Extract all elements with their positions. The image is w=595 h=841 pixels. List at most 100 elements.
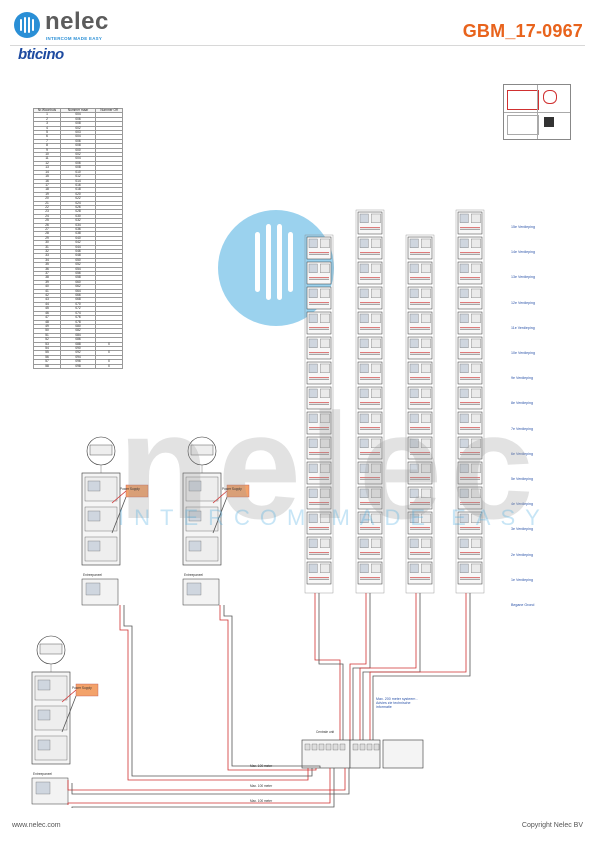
monitor-screen (409, 563, 419, 573)
table-cell: 58 (33, 363, 61, 370)
monitor-keypad (471, 238, 481, 248)
entrance-panel-label-2: Entreepaneel (184, 573, 203, 577)
panel-display (37, 739, 51, 751)
power-supply-label-3: Power Supply (72, 686, 92, 690)
terminal-block (39, 643, 63, 655)
controller-display (35, 781, 51, 795)
monitor-keypad (371, 288, 381, 298)
monitor-keypad (471, 213, 481, 223)
floor-label: 3e Verdieping (511, 527, 533, 532)
monitor-keypad (371, 388, 381, 398)
monitor-keypad (421, 413, 431, 423)
riser-note: Max. 200 meter systeem - Advies zie tech… (376, 697, 418, 709)
panel-display (87, 540, 101, 552)
monitor-keypad (320, 538, 330, 548)
floor-label: 12e Verdieping (511, 300, 535, 305)
monitor-keypad (371, 413, 381, 423)
terminal-block (190, 444, 214, 456)
monitor-keypad (320, 488, 330, 498)
header-divider (10, 45, 585, 46)
floor-label: 2e Verdieping (511, 552, 533, 557)
feeder-wire-dark (71, 768, 335, 808)
monitor-screen (459, 288, 469, 298)
monitor-keypad (320, 288, 330, 298)
monitor-keypad (371, 238, 381, 248)
psu-wire (212, 490, 228, 504)
monitor-screen (459, 413, 469, 423)
din-module (304, 743, 311, 751)
warning-card (503, 84, 571, 140)
monitor-keypad (421, 238, 431, 248)
monitor-keypad (471, 413, 481, 423)
monitor-keypad (421, 338, 431, 348)
brand-tagline: INTERCOM MADE EASY (46, 36, 103, 41)
monitor-screen (359, 513, 369, 523)
din-module (373, 743, 380, 751)
monitor-keypad (320, 338, 330, 348)
riser-wire-dark (372, 593, 471, 742)
controller-display (186, 582, 202, 596)
monitor-screen (459, 338, 469, 348)
document-id: GBM_17-0967 (462, 21, 583, 41)
monitor-screen (409, 488, 419, 498)
monitor-screen (308, 463, 318, 473)
floor-label: 11e Verdieping (511, 325, 535, 330)
power-supply-label-2: Power Supply (222, 487, 242, 491)
monitor-screen (308, 438, 318, 448)
monitor-keypad (371, 213, 381, 223)
monitor-screen (409, 388, 419, 398)
din-module (311, 743, 318, 751)
table-cell: X (95, 363, 123, 370)
monitor-screen (359, 363, 369, 373)
monitor-screen (308, 263, 318, 273)
psu-wire (61, 695, 77, 733)
central-unit-label: Centrale unit (316, 730, 335, 734)
floor-label: 4e Verdieping (511, 502, 533, 507)
monitor-keypad (421, 538, 431, 548)
riser-wire-dark (318, 593, 344, 742)
monitor-screen (409, 438, 419, 448)
table-cell: X (95, 350, 123, 356)
footer-copyright: Copyright Nelec BV (521, 822, 583, 829)
feeder-wire-red (119, 605, 309, 781)
monitor-keypad (421, 463, 431, 473)
monitor-screen (459, 263, 469, 273)
monitor-screen (359, 438, 369, 448)
monitor-keypad (371, 263, 381, 273)
panel-display (37, 679, 51, 691)
monitor-keypad (421, 513, 431, 523)
monitor-keypad (421, 438, 431, 448)
panel-display (87, 480, 101, 492)
entrance-panel-label-3: Entreepaneel (33, 772, 52, 776)
panel-display (37, 709, 51, 721)
psu-wire (111, 490, 127, 504)
feeder-wire-red (67, 768, 331, 805)
panel-display (188, 480, 202, 492)
panel-display (188, 510, 202, 522)
psu-wire (212, 496, 228, 534)
floor-label: 6e Verdieping (511, 451, 533, 456)
monitor-screen (308, 538, 318, 548)
monitor-keypad (320, 363, 330, 373)
monitor-keypad (471, 263, 481, 273)
floor-label: 15e Verdieping (511, 225, 535, 229)
monitor-screen (308, 338, 318, 348)
monitor-keypad (421, 288, 431, 298)
monitor-screen (308, 413, 318, 423)
monitor-keypad (371, 488, 381, 498)
feeder-wire-red (67, 768, 346, 791)
panel-display (188, 540, 202, 552)
monitor-keypad (471, 313, 481, 323)
monitor-keypad (471, 463, 481, 473)
monitor-screen (359, 463, 369, 473)
floor-label: 14e Verdieping (511, 250, 535, 255)
monitor-screen (359, 213, 369, 223)
din-module (352, 743, 359, 751)
monitor-keypad (471, 363, 481, 373)
monitor-keypad (320, 513, 330, 523)
floor-label: 9e Verdieping (511, 376, 533, 381)
monitor-screen (409, 463, 419, 473)
